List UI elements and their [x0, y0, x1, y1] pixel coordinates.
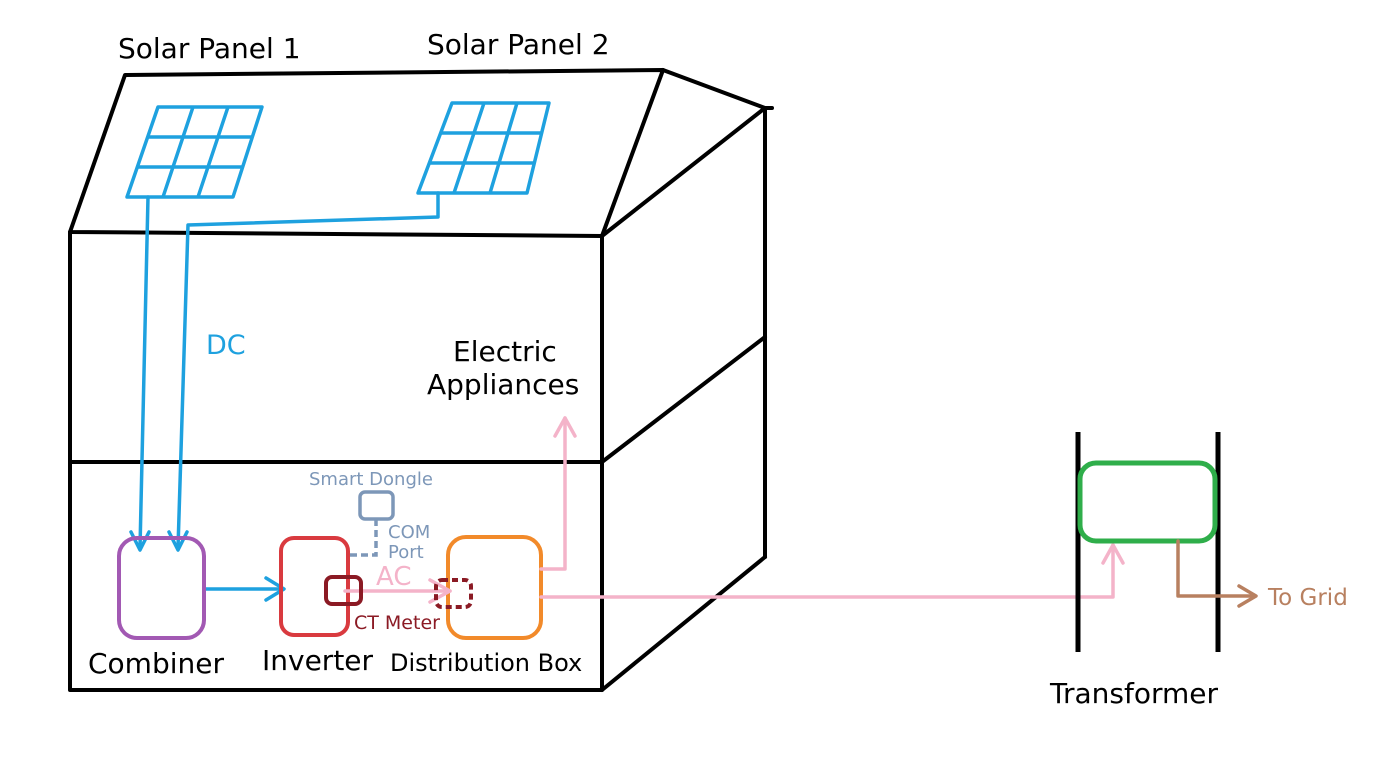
house-outline	[68, 68, 774, 692]
inverter-label: Inverter	[262, 644, 374, 677]
dc-wire-panel-1	[138, 195, 150, 550]
inverter-box	[279, 536, 350, 637]
electric-appliances-label-line2: Appliances	[427, 368, 579, 401]
to-grid-wire	[1176, 539, 1258, 608]
distribution-box	[446, 535, 543, 640]
roof-side	[600, 68, 767, 238]
ac-label: AC	[376, 562, 411, 592]
smart-dongle-label: Smart Dongle	[309, 469, 433, 490]
transformer-box	[1077, 460, 1218, 544]
combiner-box	[117, 536, 206, 640]
ac-wires	[343, 416, 1125, 604]
roof-front	[68, 68, 665, 238]
ac-wire-appliances	[539, 416, 567, 571]
solar-panel-2-label: Solar Panel 2	[427, 28, 610, 61]
solar-panel-1-label: Solar Panel 1	[118, 32, 301, 65]
ct-meter-label: CT Meter	[354, 612, 440, 634]
dc-label: DC	[206, 330, 246, 361]
distribution-box-label: Distribution Box	[390, 649, 582, 677]
ct-meter-inverter	[324, 575, 363, 606]
com-port-label-line1: COM	[388, 522, 430, 543]
com-port-link	[350, 519, 378, 557]
smart-dongle-box	[358, 490, 395, 521]
combiner-label: Combiner	[88, 647, 224, 680]
side-wall-bottom	[600, 555, 767, 692]
transformer-pole	[1075, 432, 1221, 652]
dc-wire-panel-2	[176, 191, 440, 550]
side-floor-divider	[600, 335, 767, 464]
electric-appliances-label-line1: Electric	[453, 335, 557, 368]
ct-meter-distribution	[434, 578, 473, 609]
com-port-label-line2: Port	[388, 542, 424, 563]
to-grid-label: To Grid	[1267, 585, 1348, 611]
solar-panel-2	[416, 101, 551, 195]
transformer-label: Transformer	[1049, 677, 1219, 710]
ac-wire-transformer	[539, 543, 1115, 599]
solar-panel-1	[125, 105, 264, 199]
